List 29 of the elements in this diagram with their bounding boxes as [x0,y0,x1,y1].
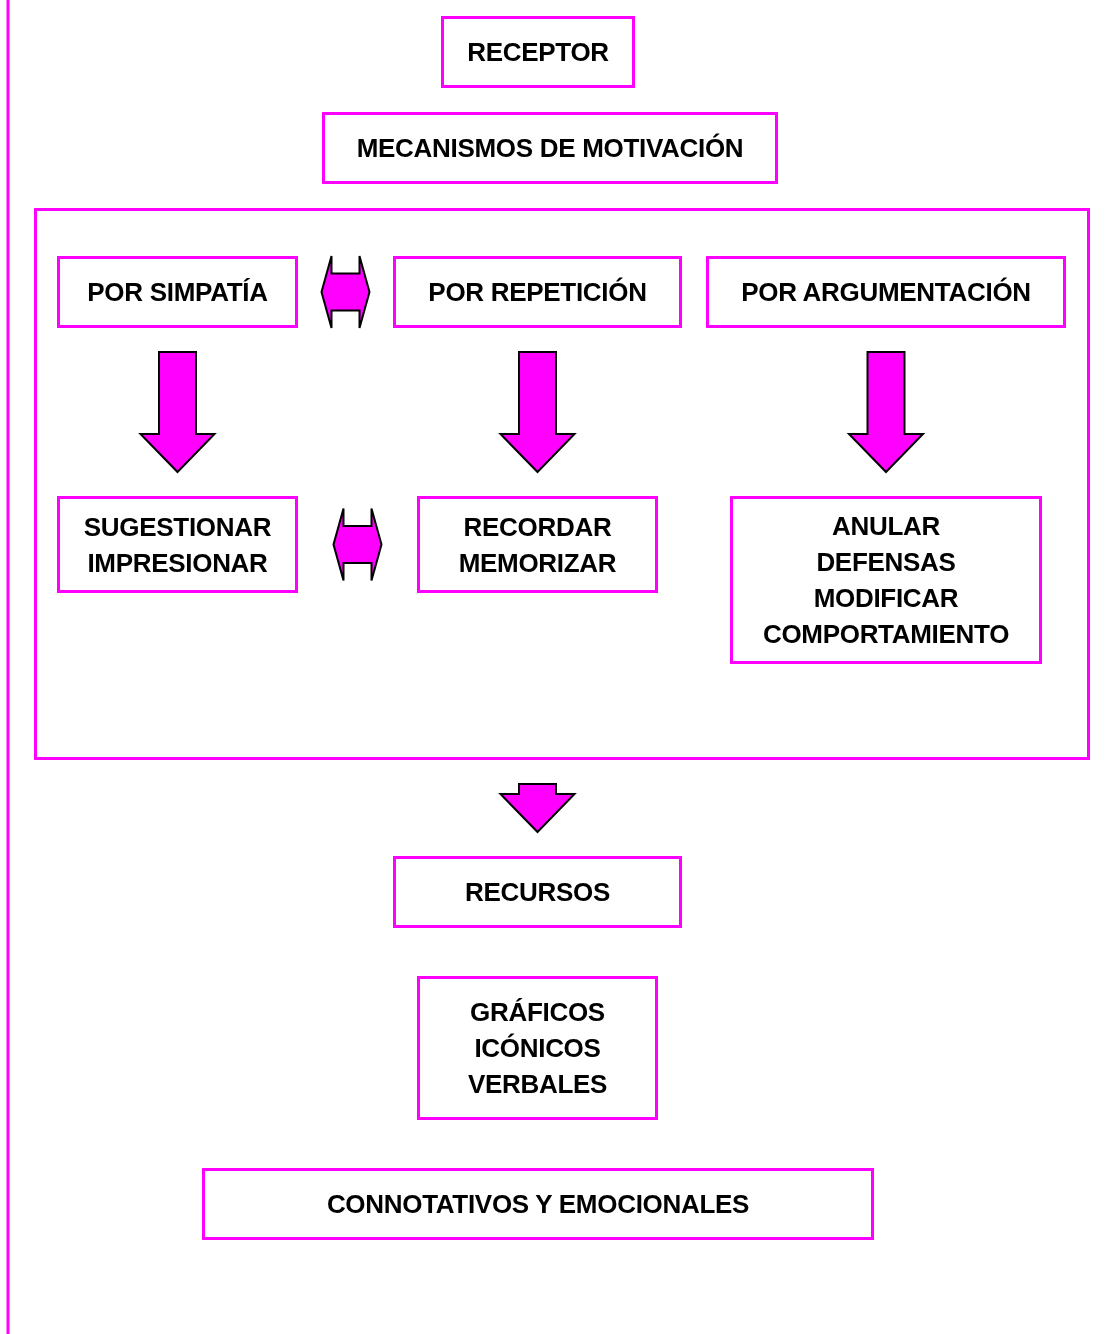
block-arrow [846,351,926,474]
process-box [730,496,1042,664]
block-arrow [498,783,577,834]
node-label: SUGESTIONAR IMPRESIONAR [83,510,272,580]
process-box [441,16,635,88]
block-arrow [138,351,217,474]
process-box [706,256,1066,328]
process-box [417,976,658,1120]
double-block-arrow [332,507,383,582]
group-frame [34,208,1090,760]
node-label: POR REPETICIÓN [428,276,647,309]
process-box [57,256,298,328]
node-label: RECORDAR MEMORIZAR [458,510,617,580]
node-label: CONNOTATIVOS Y EMOCIONALES [326,1188,750,1221]
process-box [417,496,658,593]
node-label: MECANISMOS DE MOTIVACIÓN [356,132,744,165]
node-label: POR ARGUMENTACIÓN [741,276,1031,309]
node-label: ANULAR DEFENSAS MODIFICAR COMPORTAMIENTO [762,510,1010,651]
block-arrow [498,351,577,474]
node-label: POR SIMPATÍA [87,276,268,309]
node-label: GRÁFICOS ICÓNICOS VERBALES [467,996,608,1101]
process-box [57,496,298,593]
node-label: RECURSOS [465,876,610,909]
process-box [202,1168,874,1240]
process-box [393,856,682,928]
node-label: RECEPTOR [467,36,609,69]
process-box [322,112,778,184]
double-block-arrow [320,255,371,329]
process-box [393,256,682,328]
